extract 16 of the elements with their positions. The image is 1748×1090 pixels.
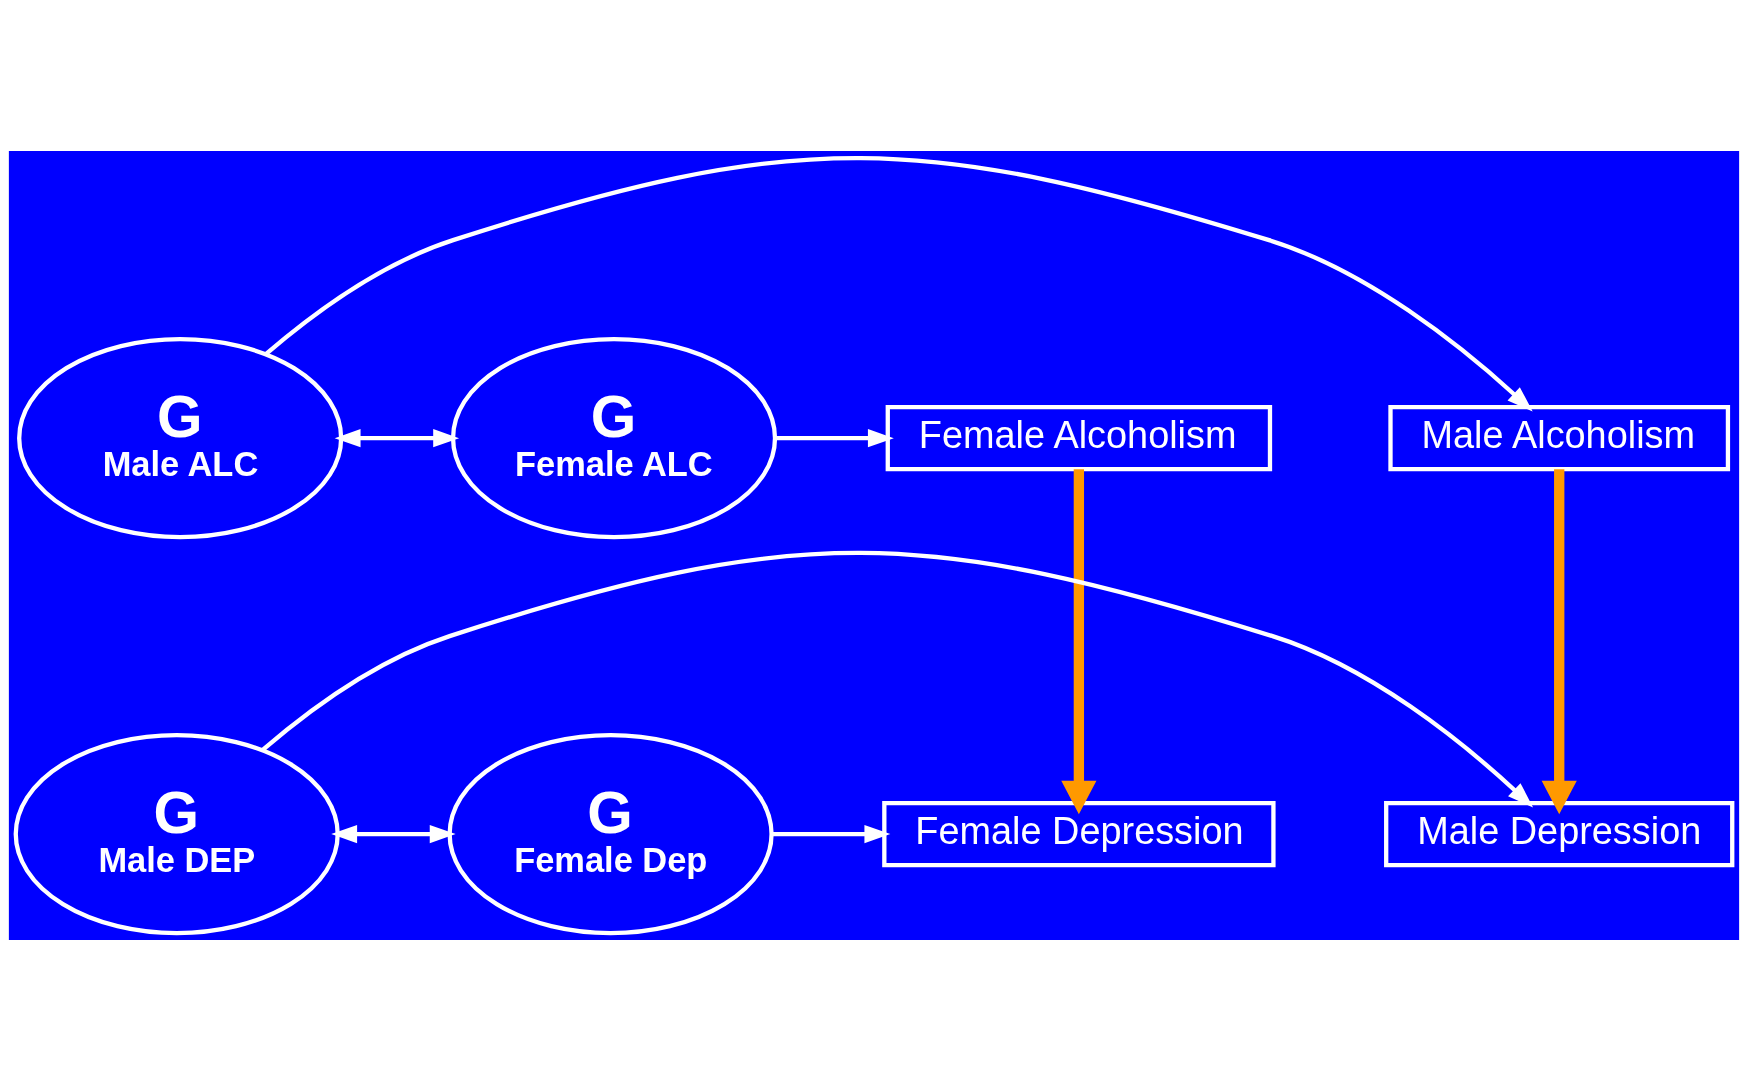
arrow <box>334 428 460 447</box>
arrow <box>264 155 1533 411</box>
arrow <box>771 824 891 843</box>
node-ellipse: G Female Dep <box>447 732 774 935</box>
node-ellipse: G Male DEP <box>13 732 340 935</box>
arrow <box>1061 468 1097 814</box>
arrow <box>331 824 456 843</box>
node-box: Male Alcoholism <box>1388 404 1731 471</box>
arrow <box>1541 468 1577 814</box>
node-ellipse: G Female ALC <box>450 336 778 539</box>
node-box: Female Alcoholism <box>885 404 1273 471</box>
node-box: Male Depression <box>1384 800 1735 867</box>
arrow <box>775 428 894 447</box>
arrow <box>261 550 1534 807</box>
node-box: Female Depression <box>882 800 1276 867</box>
node-ellipse: G Male ALC <box>17 336 344 539</box>
